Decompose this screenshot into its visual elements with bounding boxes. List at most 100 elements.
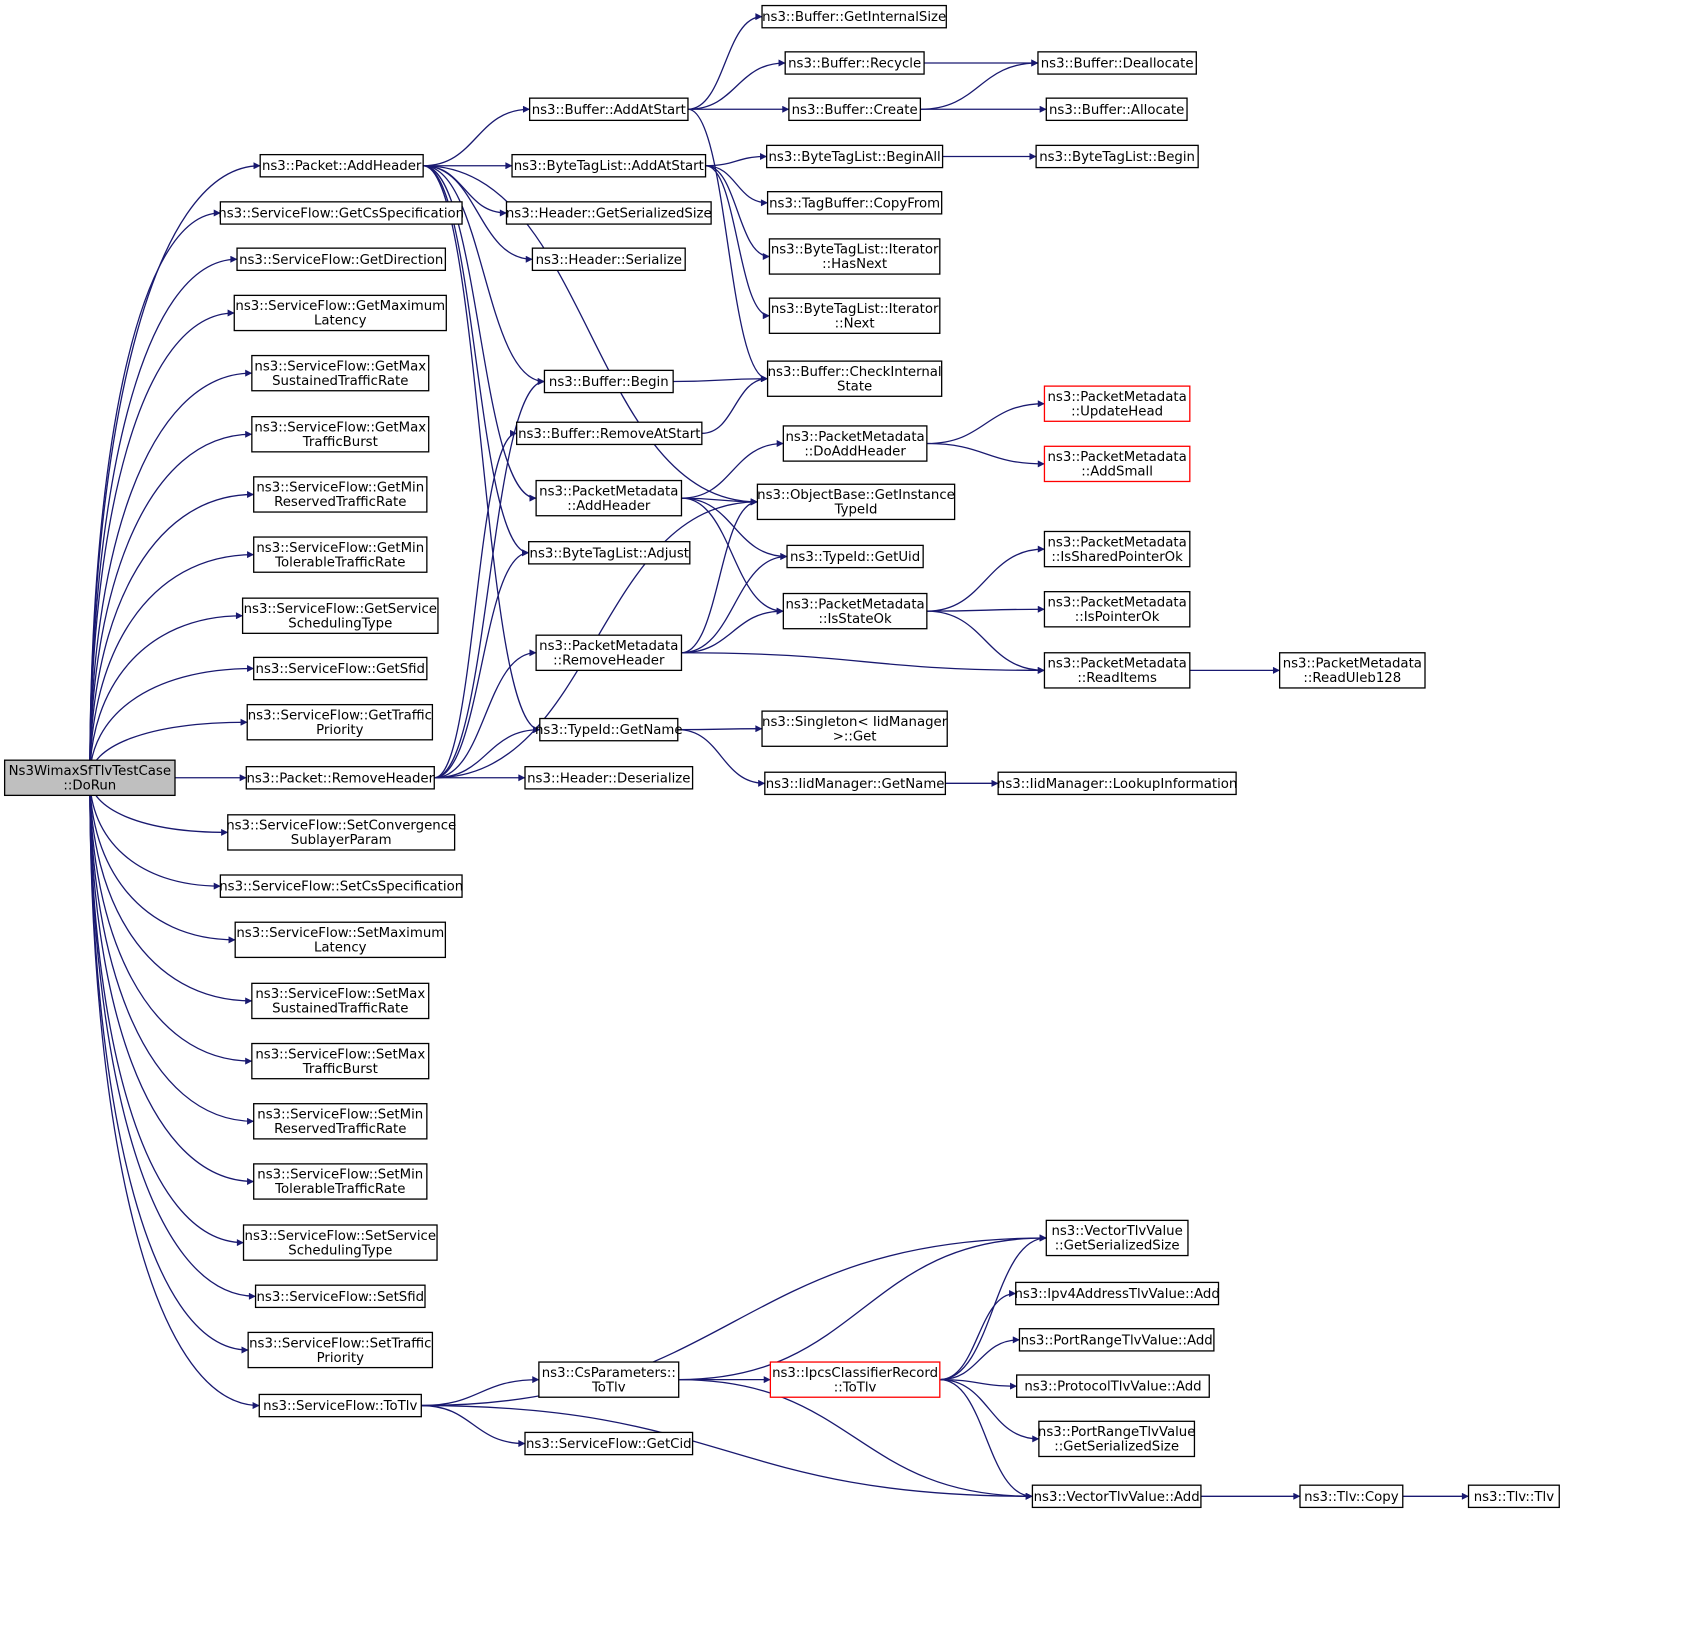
node-label: ns3::ServiceFlow::GetCsSpecification [218, 206, 464, 221]
node-hdr-deser[interactable]: ns3::Header::Deserialize [524, 766, 694, 790]
node-label: ns3::ServiceFlow::SetMin [257, 1108, 423, 1123]
node-buf-getinternal[interactable]: ns3::Buffer::GetInternalSize [761, 4, 947, 29]
node-root[interactable]: Ns3WimaxSfTlvTestCase::DoRun [3, 759, 176, 797]
node-box [258, 1393, 422, 1418]
node-buf-alloc[interactable]: ns3::Buffer::Allocate [1045, 97, 1188, 122]
node-label: SustainedTrafficRate [272, 1002, 408, 1017]
node-label: ToTlv [591, 1380, 626, 1395]
node-sf-getsched[interactable]: ns3::ServiceFlow::GetServiceSchedulingTy… [241, 597, 439, 634]
node-pm-addsmall[interactable]: ns3::PacketMetadata::AddSmall [1043, 445, 1191, 483]
node-buf-addatstart[interactable]: ns3::Buffer::AddAtStart [528, 97, 689, 122]
node-label: SublayerParam [291, 833, 392, 848]
node-btl-begin[interactable]: ns3::ByteTagList::Begin [1035, 144, 1199, 169]
node-sf-getdir[interactable]: ns3::ServiceFlow::GetDirection [236, 247, 447, 272]
node-iid-getname[interactable]: ns3::IidManager::GetName [764, 771, 947, 796]
node-sf-getcs[interactable]: ns3::ServiceFlow::GetCsSpecification [218, 201, 464, 225]
node-typeid-getname[interactable]: ns3::TypeId::GetName [535, 717, 683, 742]
node-pm-addheader[interactable]: ns3::PacketMetadata::AddHeader [535, 479, 683, 517]
node-label: TolerableTrafficRate [274, 1182, 405, 1197]
node-prtlv-getser[interactable]: ns3::PortRangeTlvValue::GetSerializedSiz… [1038, 1420, 1195, 1458]
node-buf-begin[interactable]: ns3::Buffer::Begin [543, 369, 674, 394]
node-box [251, 354, 430, 392]
node-sf-setsfid[interactable]: ns3::ServiceFlow::SetSfid [254, 1284, 426, 1309]
node-csp-totlv[interactable]: ns3::CsParameters::ToTlv [538, 1361, 680, 1398]
node-btl-it-hasnext[interactable]: ns3::ByteTagList::Iterator::HasNext [768, 238, 941, 275]
edge-pm-doaddheader-to-pm-updatehead [926, 400, 1045, 445]
node-label: ns3::ServiceFlow::GetMaximum [235, 299, 445, 314]
node-tlv-tlv[interactable]: ns3::Tlv::Tlv [1467, 1484, 1560, 1509]
node-label: ns3::ServiceFlow::GetMax [254, 421, 426, 436]
node-btl-adjust[interactable]: ns3::ByteTagList::Adjust [528, 541, 691, 565]
node-box [538, 1361, 680, 1398]
node-pm-removeheader[interactable]: ns3::PacketMetadata::RemoveHeader [535, 634, 683, 672]
node-tlv-copy[interactable]: ns3::Tlv::Copy [1299, 1484, 1404, 1509]
node-btl-it-next[interactable]: ns3::ByteTagList::Iterator::Next [768, 297, 941, 334]
node-sf-setcs[interactable]: ns3::ServiceFlow::SetCsSpecification [219, 874, 463, 898]
node-pm-readitems[interactable]: ns3::PacketMetadata::ReadItems [1043, 652, 1191, 689]
edge-ipcs-totlv-to-prtlv-getser [939, 1378, 1040, 1443]
node-pm-readuleb[interactable]: ns3::PacketMetadata::ReadUleb128 [1278, 652, 1426, 689]
node-sf-getminres[interactable]: ns3::ServiceFlow::GetMinReservedTrafficR… [253, 476, 428, 513]
node-btl-beginall[interactable]: ns3::ByteTagList::BeginAll [766, 144, 944, 169]
edge-ipcs-totlv-to-vtlv-getser [939, 1234, 1047, 1381]
node-box [505, 201, 712, 225]
edge-pkt-add-to-btl-adjust [423, 165, 530, 557]
node-sf-setmaxsus[interactable]: ns3::ServiceFlow::SetMaxSustainedTraffic… [251, 982, 430, 1020]
edge-sf-totlv-to-sf-getcid [421, 1404, 526, 1448]
node-label: ns3::Buffer::GetInternalSize [762, 10, 946, 25]
node-sf-getsfid[interactable]: ns3::ServiceFlow::GetSfid [253, 656, 428, 681]
node-sf-setconv[interactable]: ns3::ServiceFlow::SetConvergenceSublayer… [226, 814, 456, 851]
node-pm-ispointerok[interactable]: ns3::PacketMetadata::IsPointerOk [1043, 591, 1191, 628]
node-box [516, 421, 703, 446]
node-buf-dealloc[interactable]: ns3::Buffer::Deallocate [1037, 51, 1197, 75]
edge-root-to-sf-getmaxlat [89, 309, 235, 778]
node-label: Ns3WimaxSfTlvTestCase [9, 764, 171, 779]
edge-pkt-add-to-buf-begin [423, 165, 545, 385]
node-buf-recycle[interactable]: ns3::Buffer::Recycle [784, 51, 925, 75]
node-pm-isstateok[interactable]: ns3::PacketMetadata::IsStateOk [782, 592, 928, 630]
node-prottlv-add[interactable]: ns3::ProtocolTlvValue::Add [1016, 1374, 1210, 1398]
node-vtlv-add[interactable]: ns3::VectorTlvValue::Add [1031, 1484, 1202, 1509]
node-label: ns3::ByteTagList::Iterator [771, 302, 939, 317]
node-pm-doaddheader[interactable]: ns3::PacketMetadata::DoAddHeader [782, 425, 928, 462]
node-label: ns3::ServiceFlow::GetMin [256, 481, 424, 496]
node-pm-updatehead[interactable]: ns3::PacketMetadata::UpdateHead [1043, 385, 1191, 422]
node-singleton-get[interactable]: ns3::Singleton< IidManager>::Get [761, 710, 948, 747]
node-buf-removeatstart[interactable]: ns3::Buffer::RemoveAtStart [516, 421, 703, 446]
node-typeid-getuid[interactable]: ns3::TypeId::GetUid [786, 544, 924, 569]
node-ipv4tlv-add[interactable]: ns3::Ipv4AddressTlvValue::Add [1014, 1281, 1220, 1306]
node-pkt-remove[interactable]: ns3::Packet::RemoveHeader [245, 766, 435, 790]
node-label: ns3::Packet::RemoveHeader [246, 771, 434, 786]
node-sf-getmintol[interactable]: ns3::ServiceFlow::GetMinTolerableTraffic… [253, 536, 428, 573]
node-hdr-ser[interactable]: ns3::Header::Serialize [531, 247, 686, 272]
node-sf-getcid[interactable]: ns3::ServiceFlow::GetCid [524, 1431, 694, 1456]
edge-buf-begin-to-buf-checkinternal [673, 375, 768, 383]
edge-sf-totlv-to-vtlv-add [421, 1404, 1033, 1500]
node-sf-setminres[interactable]: ns3::ServiceFlow::SetMinReservedTrafficR… [253, 1103, 428, 1140]
node-iid-lookup[interactable]: ns3::IidManager::LookupInformation [997, 771, 1237, 796]
node-prtlv-add[interactable]: ns3::PortRangeTlvValue::Add [1018, 1328, 1215, 1352]
node-sf-setsched[interactable]: ns3::ServiceFlow::SetServiceSchedulingTy… [242, 1224, 438, 1261]
node-label: ::DoRun [63, 779, 116, 794]
node-hdr-getser[interactable]: ns3::Header::GetSerializedSize [505, 201, 712, 225]
node-sf-totlv[interactable]: ns3::ServiceFlow::ToTlv [258, 1393, 422, 1418]
node-label: ns3::Ipv4AddressTlvValue::Add [1014, 1287, 1219, 1302]
node-pkt-add[interactable]: ns3::Packet::AddHeader [259, 153, 424, 178]
node-buf-create[interactable]: ns3::Buffer::Create [788, 97, 922, 122]
node-sf-getmaxsus[interactable]: ns3::ServiceFlow::GetMaxSustainedTraffic… [251, 354, 430, 392]
node-ipcs-totlv[interactable]: ns3::IpcsClassifierRecord::ToTlv [769, 1361, 941, 1398]
node-pm-issharedok[interactable]: ns3::PacketMetadata::IsSharedPointerOk [1043, 530, 1191, 568]
node-btl-addatstart[interactable]: ns3::ByteTagList::AddAtStart [511, 153, 707, 178]
node-box [233, 294, 447, 332]
node-tagbuf-copyfrom[interactable]: ns3::TagBuffer::CopyFrom [766, 191, 943, 215]
node-sf-setmintol[interactable]: ns3::ServiceFlow::SetMinTolerableTraffic… [253, 1163, 428, 1200]
node-vtlv-getser[interactable]: ns3::VectorTlvValue::GetSerializedSize [1045, 1219, 1189, 1257]
